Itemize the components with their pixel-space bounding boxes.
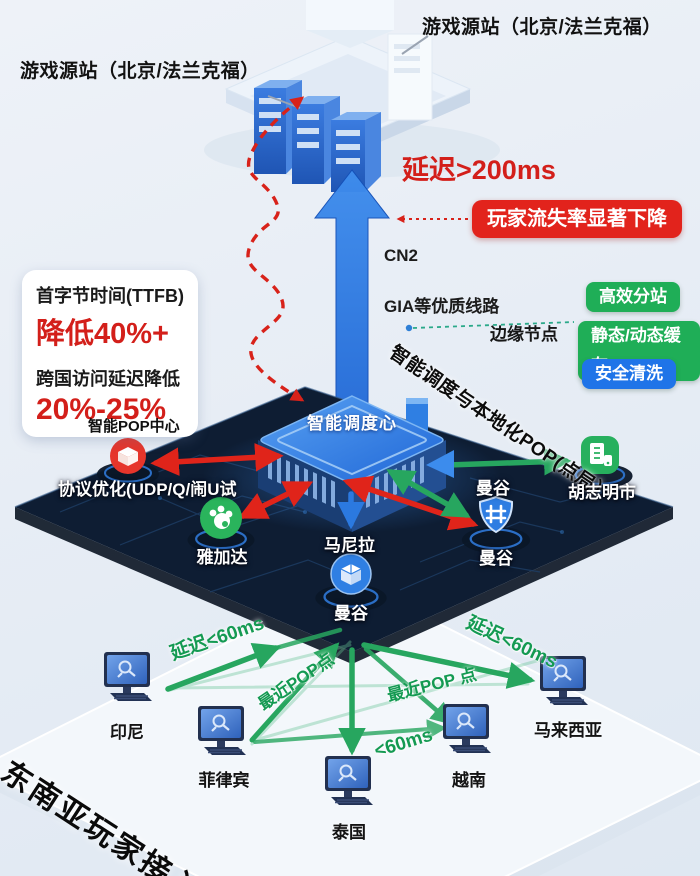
node-label-jakarta: 雅加达 — [196, 548, 248, 567]
pc-label-malaysia: 马来西亚 — [534, 721, 602, 740]
node-label-hcmc: 胡志明市 — [568, 483, 636, 502]
node-label-manila: 马尼拉 — [324, 536, 375, 555]
churn-badge: 玩家流失率显著下降 — [472, 200, 682, 238]
pc-label-philippines: 菲律宾 — [198, 771, 250, 790]
pc-label-vietnam: 越南 — [452, 771, 486, 790]
hcmc-icon — [581, 436, 619, 474]
ttfb-title: 首字节时间(TTFB) — [36, 286, 184, 306]
cross-value: 20%-25% — [36, 393, 167, 426]
cross-title: 跨国访问延迟降低 — [36, 369, 180, 389]
pop-center-icon — [110, 438, 146, 474]
badge-security: 安全清洗 — [582, 359, 676, 389]
jakarta-icon — [200, 497, 242, 539]
pop-center-label: 智能POP中心 — [88, 418, 180, 435]
cn2-line1: CN2 — [384, 246, 419, 265]
badge-distribution: 高效分站 — [586, 282, 680, 312]
cn2-line2: GIA等优质线路 — [384, 297, 500, 316]
pc-label-indonesia: 印尼 — [110, 723, 144, 742]
latency-path-curve — [246, 96, 305, 402]
bangkok-shield-icon — [478, 495, 514, 534]
chip-label: 智能调度心 — [307, 414, 397, 433]
latency-200ms-label: 延迟>200ms — [402, 155, 556, 185]
edge-node-pointer — [405, 321, 575, 332]
pc-label-thailand: 泰国 — [332, 823, 366, 842]
stats-box: 首字节时间(TTFB) 降低40%+ 跨国访问延迟降低 20%-25% — [22, 270, 198, 437]
node-label-bangkok-shield: 曼谷 — [479, 549, 513, 568]
node-label-bangkok-bottom: 曼谷 — [334, 604, 368, 623]
access-links — [165, 627, 542, 756]
scheduling-links — [150, 443, 572, 531]
node-label-bangkok-mid: 曼谷 — [476, 479, 510, 498]
edge-node-label: 边缘节点 — [490, 325, 558, 344]
origin-label-right: 游戏源站（北京/法兰克福） — [422, 17, 662, 38]
ttfb-value: 降低40%+ — [36, 318, 169, 350]
bangkok-bottom-icon — [330, 553, 372, 595]
cn2-gia-label: CN2 GIA等优质线路 — [384, 243, 499, 320]
protocol-label: 协议优化(UDP/Q/闹U试 — [58, 480, 237, 499]
origin-label-left: 游戏源站（北京/法兰克福） — [20, 61, 260, 82]
